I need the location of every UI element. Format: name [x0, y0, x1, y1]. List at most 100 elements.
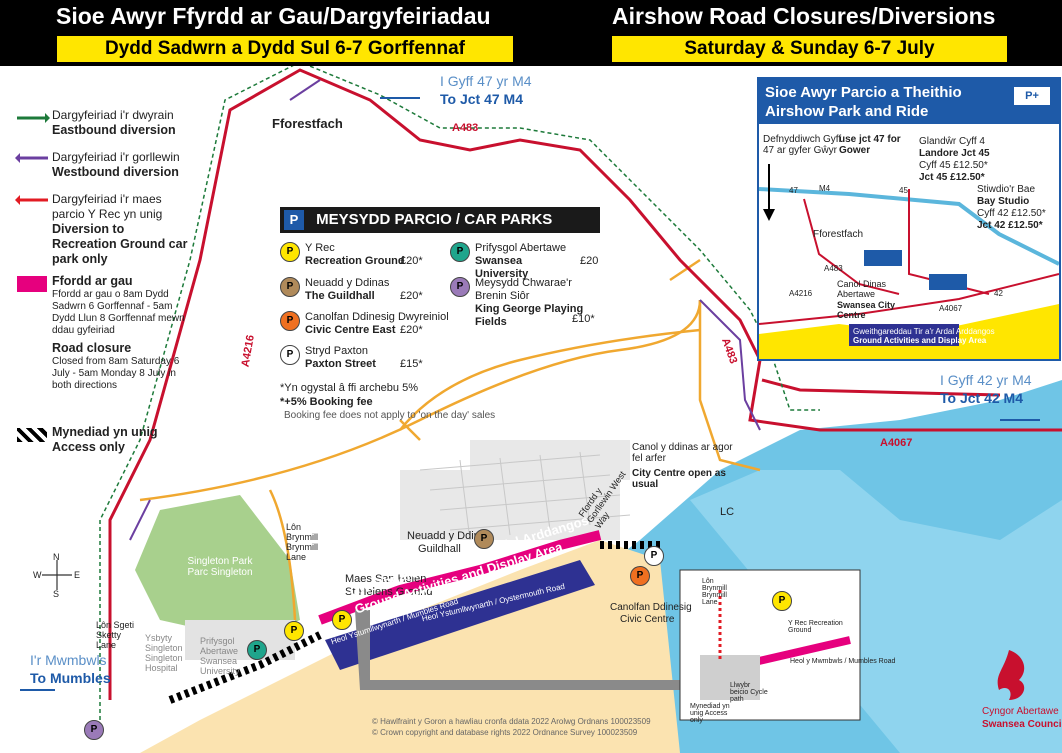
date-english: Saturday & Sunday 6-7 July — [612, 36, 1007, 62]
carpark-3-english: Civic Centre East — [305, 324, 396, 336]
parking-icon: P — [284, 210, 304, 230]
carpark-2-english: The Guildhall — [305, 290, 375, 302]
eastbound-route — [99, 66, 820, 720]
label-gyff47: I Gyff 47 yr M4 — [440, 73, 532, 89]
legend-eastbound-english: Eastbound diversion — [52, 123, 176, 137]
label-prifysgol: Prifysgol Abertawe Swansea University — [200, 636, 240, 676]
grey-access-arrow — [355, 610, 700, 690]
label-guildhall-welsh: Neuadd y Ddinas — [407, 530, 492, 542]
compass-n: N — [53, 552, 60, 562]
carpark-item-6: Meysydd Chwarae'r Brenin Siôr King Georg… — [475, 277, 590, 329]
council-english: Swansea Council — [982, 719, 1062, 730]
label-lc: LC — [720, 506, 735, 518]
carpark-4-price: £15* — [400, 358, 423, 370]
carpark-1-english: Recreation Ground — [305, 255, 405, 267]
display-area-banner — [325, 560, 595, 670]
label-to-jct47: To Jct 47 M4 — [440, 91, 523, 107]
city-blocks — [400, 440, 630, 540]
header-bar: Sioe Awyr Ffyrdd ar Gau/Dargyfeiriadau A… — [0, 0, 1062, 66]
title-welsh: Sioe Awyr Ffyrdd ar Gau/Dargyfeiriadau — [56, 3, 491, 29]
legend-access: Mynediad yn unig Access only — [52, 425, 158, 455]
detail-rec: Y Rec Recreation Ground — [788, 620, 843, 634]
inset-junction-47: 47 — [789, 186, 798, 195]
detail-brynmill: Lôn Brynmill Brynmill Lane — [702, 578, 727, 606]
inset-jct45: Jct 45 £12.50* — [919, 172, 985, 183]
label-guildhall: Guildhall — [418, 543, 461, 555]
copyright-english: © Crown copyright and database rights 20… — [372, 728, 638, 737]
legend-access-welsh: Mynediad yn unig — [52, 425, 158, 439]
pin-p3-icon: P — [280, 311, 300, 331]
copyright-welsh: © Hawlfraint y Goron a hawliau cronfa dd… — [372, 717, 651, 726]
council-welsh: Cyngor Abertawe — [982, 706, 1059, 717]
title-english: Airshow Road Closures/Diversions — [612, 3, 996, 29]
label-to-mumbles: To Mumbles — [30, 670, 111, 686]
map-pin-p4-icon: P — [644, 546, 664, 566]
label-city-welsh: Canol y ddinas ar agor fel arfer — [632, 442, 733, 464]
pin-p1-icon: P — [280, 242, 300, 262]
inset-use-jct: use jct 47 for Gower — [839, 134, 901, 156]
label-a4067: A4067 — [880, 437, 913, 449]
access-only-hatch — [168, 541, 660, 704]
park-and-ride-inset: Sioe Awyr Parcio a Theithio Airshow Park… — [757, 77, 1061, 361]
label-st-helens-welsh: Maes San Helen — [345, 573, 427, 585]
inset-cyff45: Cyff 45 £12.50* — [919, 160, 988, 171]
park-and-ride-title-welsh: Sioe Awyr Parcio a Theithio — [765, 84, 962, 101]
detail-access-only: Mynediad yn unig Access only — [690, 703, 730, 724]
map-canvas — [20, 66, 1062, 753]
label-lon-sketty: Lôn Sgeti Sketty Lane — [96, 620, 135, 650]
streets — [419, 451, 631, 541]
detail-pin-p1-icon: P — [772, 591, 792, 611]
compass-s: S — [53, 589, 60, 599]
pin-p5-icon: P — [450, 242, 470, 262]
inset-glandwr: Glandŵr Cyff 4 — [919, 136, 985, 147]
inset-a4067-label: A4067 — [939, 304, 963, 313]
inset-junction-42: 42 — [994, 289, 1003, 298]
carparks-note-english: *+5% Booking fee — [280, 396, 373, 408]
council-dragon-logo — [997, 650, 1025, 700]
inset-stiwdio: Stiwdio'r Bae — [977, 184, 1036, 195]
compass — [42, 560, 72, 590]
date-welsh: Dydd Sadwrn a Dydd Sul 6-7 Gorffennaf — [57, 36, 513, 62]
carpark-item-5: Prifysgol Abertawe Swansea University — [475, 242, 575, 281]
detail-cyclepath: Llwybr beicio Cycle path — [730, 682, 768, 703]
legend-westbound-welsh: Dargyfeiriad i'r gorllewin — [52, 150, 180, 164]
map-pin-p6-icon: P — [84, 720, 104, 740]
pin-p4-icon: P — [280, 345, 300, 365]
carpark-2-price: £20* — [400, 290, 423, 302]
carpark-5-price: £20 — [580, 255, 599, 267]
carpark-6-price: £10* — [572, 313, 595, 325]
label-ysbyty: Ysbyty Singleton Singleton Hospital — [145, 633, 183, 673]
carpark-4-english: Paxton Street — [305, 358, 376, 370]
carpark-3-welsh: Canolfan Ddinesig Dwyreiniol — [305, 311, 449, 323]
road-closure — [318, 530, 602, 625]
inset-activities-welsh: Gweithgareddau Tir a'r Ardal Arddangos — [853, 327, 995, 336]
legend-arrows — [15, 113, 50, 205]
legend-eastbound: Dargyfeiriad i'r dwyrain Eastbound diver… — [52, 108, 176, 138]
pin-p2-icon: P — [280, 277, 300, 297]
westbound-route — [129, 79, 761, 541]
legend-rec-english: Diversion to Recreation Ground car park … — [52, 222, 188, 266]
legend-closure-welsh-text: Ffordd ar gau o 8am Dydd Sadwrn 6 Gorffe… — [52, 289, 185, 336]
legend-rec: Dargyfeiriad i'r maes parcio Y Rec yn un… — [52, 192, 192, 267]
label-civic-english: Civic Centre — [620, 614, 675, 625]
label-city-english: City Centre open as usual — [632, 468, 726, 490]
legend-eastbound-welsh: Dargyfeiriad i'r dwyrain — [52, 108, 174, 122]
label-gyff42: I Gyff 42 yr M4 — [940, 372, 1032, 388]
inset-canol-dinas: Canol Dinas Abertawe — [837, 279, 887, 299]
inset-map — [759, 164, 1059, 359]
inset-jct42: Jct 42 £12.50* — [977, 220, 1043, 231]
carparks-note-welsh: *Yn ogystal â ffi archebu 5% — [280, 382, 418, 394]
carpark-item-4: Stryd Paxton Paxton Street — [305, 345, 425, 371]
blue-direction-arrows — [20, 97, 1040, 691]
inset-activities-english: Ground Activities and Display Area — [853, 336, 987, 345]
pin-p6-icon: P — [450, 277, 470, 297]
inset-fforestfach: Fforestfach — [813, 229, 864, 240]
inset-defnyddiwch: Defnyddiwch Gyff 47 ar gyfer Gŵyr — [763, 134, 842, 156]
legend-closure-english-title: Road closure — [52, 341, 132, 355]
detail-inset-grey — [700, 655, 760, 700]
bus-icon: P+ — [1014, 87, 1050, 105]
label-to-jct42: To Jct 42 M4 — [940, 390, 1023, 406]
carpark-3-price: £20* — [400, 324, 423, 336]
legend-westbound-english: Westbound diversion — [52, 165, 179, 179]
legend-rec-welsh: Dargyfeiriad i'r maes parcio Y Rec yn un… — [52, 192, 163, 221]
